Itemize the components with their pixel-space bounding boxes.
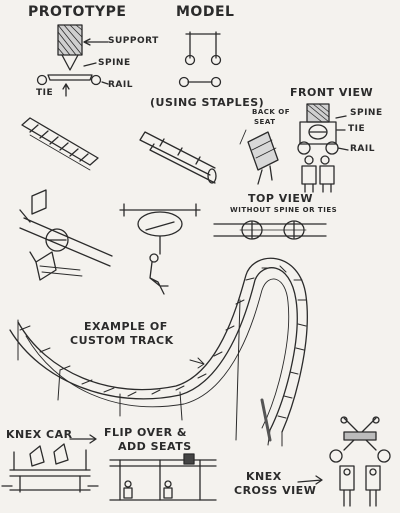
flip-seats-sketch xyxy=(69,434,217,501)
car-side-sketch xyxy=(119,203,201,295)
front-tie-label: TIE xyxy=(348,124,366,134)
front-spine-label: SPINE xyxy=(350,108,383,118)
using-staples-label: (USING STAPLES) xyxy=(150,96,265,109)
top-view-subtitle: WITHOUT SPINE OR TIES xyxy=(230,206,338,214)
track-sketch-2 xyxy=(139,131,217,184)
support-label: SUPPORT xyxy=(108,36,159,46)
front-view-sketch xyxy=(297,103,349,193)
knex-cross-sketch xyxy=(297,416,391,507)
car-track-sketch xyxy=(19,189,113,281)
back-of-seat-label-1: BACK OF xyxy=(252,108,290,116)
prototype-title: PROTOTYPE xyxy=(28,4,127,20)
knex-cross-label-2: CROSS VIEW xyxy=(234,484,317,497)
model-title: MODEL xyxy=(176,4,235,20)
seat-back-sketch xyxy=(239,129,279,185)
flip-over-label-1: FLIP OVER & xyxy=(104,426,187,439)
tie-label: TIE xyxy=(36,88,54,98)
spine-label: SPINE xyxy=(98,58,131,68)
flip-over-label-2: ADD SEATS xyxy=(118,440,192,453)
rail-label: RAIL xyxy=(108,80,133,90)
front-view-title: FRONT VIEW xyxy=(290,86,374,99)
knex-car-sketch xyxy=(1,443,99,493)
custom-track-sketch xyxy=(9,257,308,447)
top-view-title: TOP VIEW xyxy=(248,192,313,205)
back-of-seat-label-2: SEAT xyxy=(254,118,276,126)
prototype-sketch xyxy=(36,24,109,97)
top-view-sketch xyxy=(213,220,327,240)
example-label-1: EXAMPLE OF xyxy=(84,320,168,333)
knex-car-label: KNEX CAR xyxy=(6,428,73,441)
example-label-2: CUSTOM TRACK xyxy=(70,334,174,347)
front-rail-label: RAIL xyxy=(350,144,375,154)
track-sketch-1 xyxy=(21,117,99,171)
model-sketch xyxy=(178,31,222,88)
knex-cross-label-1: KNEX xyxy=(246,470,282,483)
